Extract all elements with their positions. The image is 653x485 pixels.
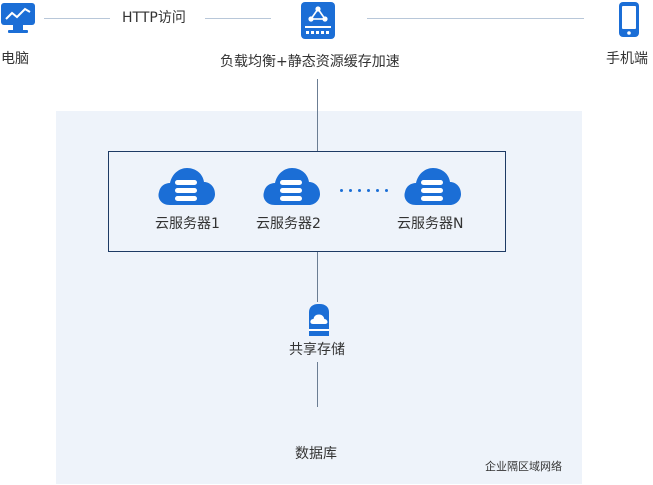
http-line-right xyxy=(367,18,584,19)
cloud-storage-icon xyxy=(305,303,333,336)
server-1-label: 云服务器1 xyxy=(155,216,220,232)
servers-to-storage-line xyxy=(317,252,318,302)
http-line-middle xyxy=(205,18,271,19)
cloud-server-icon xyxy=(261,163,321,207)
http-line-left xyxy=(44,18,110,19)
lb-to-servers-line xyxy=(317,79,318,151)
server-n-label: 云服务器N xyxy=(397,216,464,232)
database-label: 数据库 xyxy=(295,446,337,462)
smartphone-icon xyxy=(618,1,640,38)
region-label: 企业隔区域网络 xyxy=(485,460,562,473)
storage-to-database-line xyxy=(317,362,318,407)
server-2-label: 云服务器2 xyxy=(256,216,321,232)
shared-storage-label: 共享存储 xyxy=(289,342,345,358)
http-access-label: HTTP访问 xyxy=(122,10,186,26)
monitor-icon xyxy=(0,2,36,36)
load-balancer-icon xyxy=(300,1,336,40)
load-balancer-label: 负载均衡+静态资源缓存加速 xyxy=(220,54,400,70)
pc-label: 电脑 xyxy=(1,51,29,67)
cloud-server-icon xyxy=(402,163,462,207)
mobile-label: 手机端 xyxy=(606,51,648,67)
cloud-server-icon xyxy=(156,163,216,207)
